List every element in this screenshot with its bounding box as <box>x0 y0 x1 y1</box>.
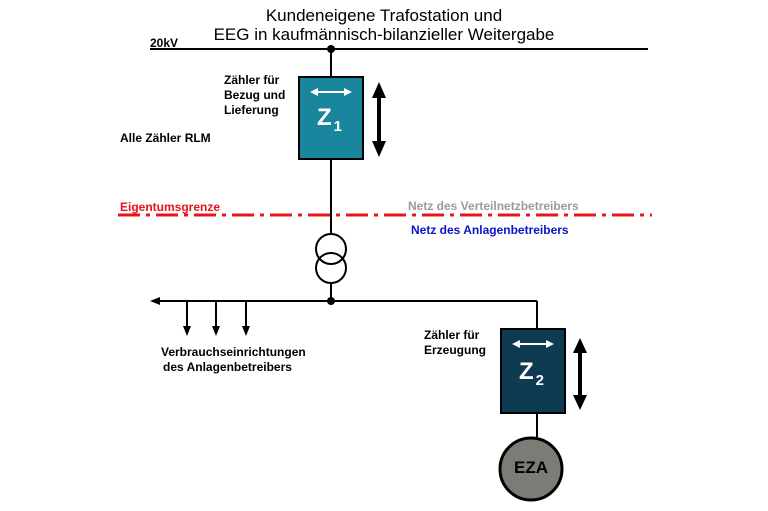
consumers-caption-line: des Anlagenbetreibers <box>163 360 292 374</box>
meter1-caption-line: Bezug und <box>224 88 286 102</box>
all-meters-note: Alle Zähler RLM <box>120 131 211 145</box>
consumers-caption: Verbrauchseinrichtungen des Anlagenbetre… <box>161 345 306 375</box>
meter1-caption-line: Zähler für <box>224 73 280 87</box>
consumer-arrows-icon <box>183 301 250 336</box>
generator-circle <box>498 436 564 502</box>
bidirectional-arrow-icon <box>372 82 386 157</box>
voltage-label: 20kV <box>150 36 179 50</box>
title-line-1: Kundeneigene Trafostation und <box>265 6 503 25</box>
meter2-caption: Zähler für Erzeugung <box>424 328 486 358</box>
meter2-caption-line: Erzeugung <box>424 343 486 357</box>
consumers-caption-line: Verbrauchseinrichtungen <box>161 345 306 359</box>
meter2-caption-line: Zähler für <box>424 328 480 342</box>
bidirectional-arrow-icon-2 <box>573 338 587 410</box>
transformer-icon <box>315 233 347 284</box>
title-line-2: EEG in kaufmännisch-bilanzieller Weiterg… <box>213 25 555 44</box>
operator-network-label: Netz des Anlagenbetreibers <box>411 223 569 237</box>
ownership-boundary-label: Eigentumsgrenze <box>120 200 221 214</box>
double-arrow-icon <box>310 88 352 96</box>
lv-busbar-node <box>327 297 335 305</box>
dso-network-label: Netz des Verteilnetzbetreibers <box>408 199 579 213</box>
lv-busbar-arrow-icon <box>150 297 160 305</box>
meter1-caption: Zähler für Bezug und Lieferung <box>224 73 285 118</box>
meter1-caption-line: Lieferung <box>224 103 279 117</box>
double-arrow-icon <box>512 340 554 348</box>
generator-label: EZA <box>514 458 548 477</box>
